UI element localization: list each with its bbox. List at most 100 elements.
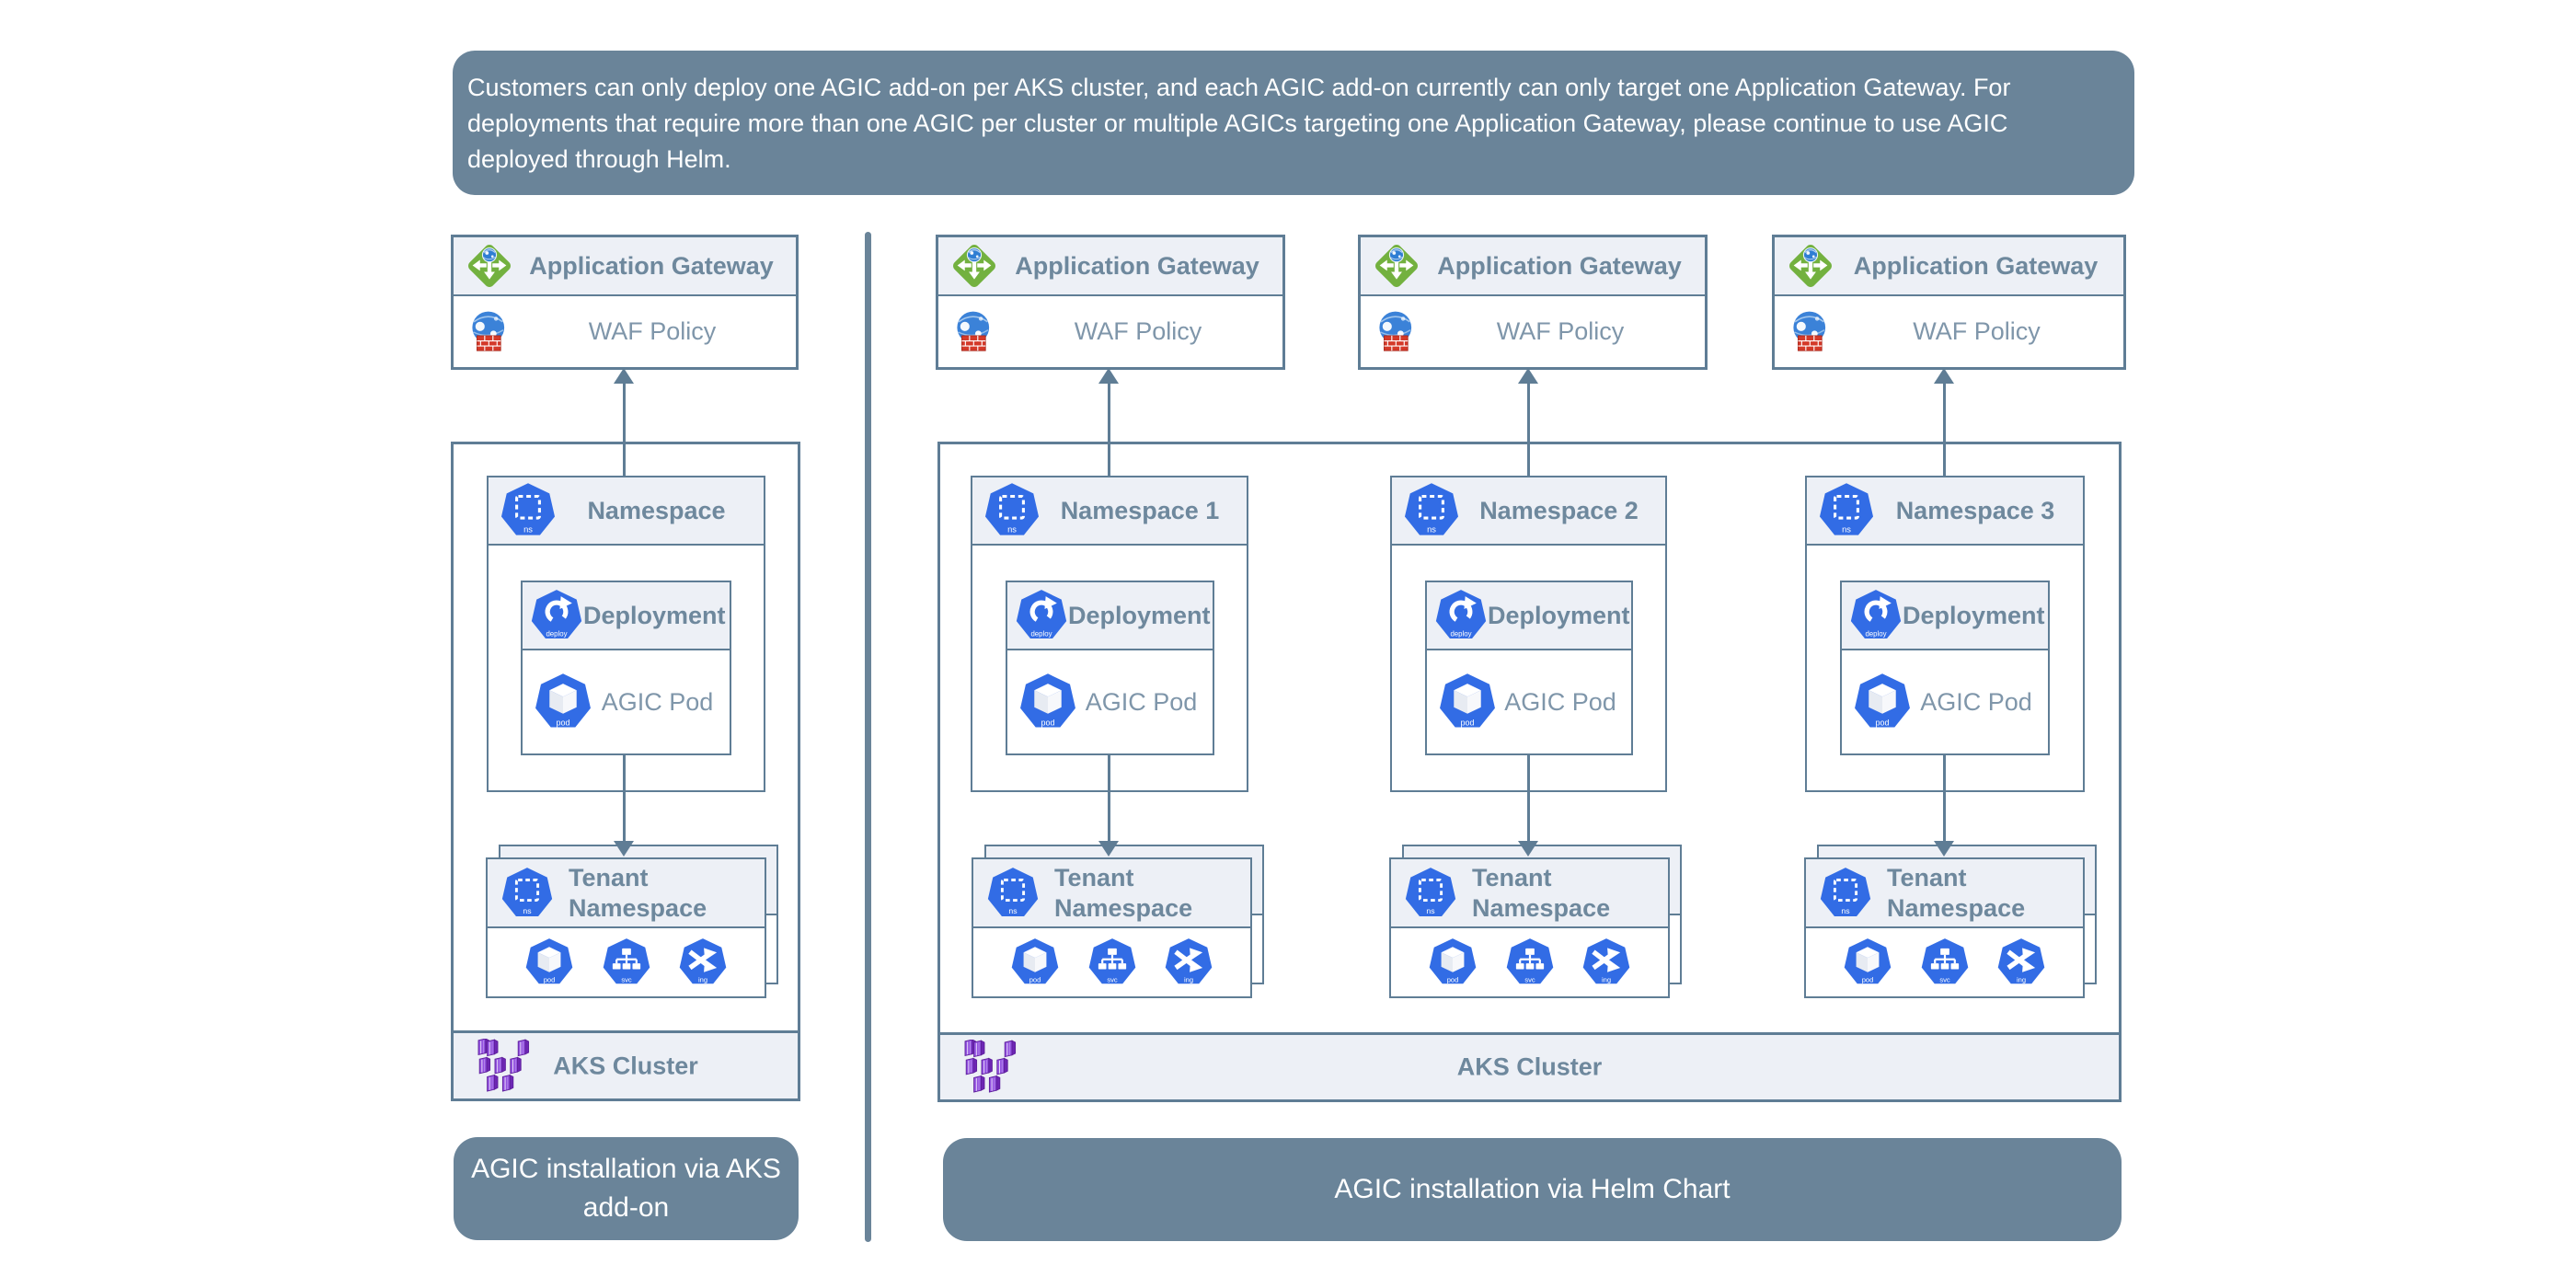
right-deployment-header-2: Deployment: [1427, 582, 1631, 650]
deployment-label: Deployment: [1068, 601, 1211, 629]
left-waf-policy-row: WAF Policy: [454, 296, 796, 367]
right-aks-cluster-bar: AKS Cluster: [937, 1032, 2122, 1102]
k8s-ingress-icon: [1581, 937, 1631, 987]
deployment-label: Deployment: [1903, 601, 2045, 629]
right-application-gateway-header-3: Application Gateway: [1775, 237, 2123, 296]
right-down-connector-line-2: [1527, 755, 1530, 842]
tenant-namespace-label: Tenant Namespace: [1887, 863, 2026, 922]
waf-policy-icon: [1786, 306, 1837, 358]
right-caption-text: AGIC installation via Helm Chart: [1334, 1174, 1731, 1204]
right-deployment-header-1: Deployment: [1007, 582, 1213, 650]
k8s-pod-icon: [524, 937, 574, 987]
k8s-pod-icon: [1428, 937, 1478, 987]
left-aks-cluster-bar: AKS Cluster: [451, 1030, 800, 1101]
k8s-namespace-icon: [500, 867, 554, 920]
right-application-gateway-header-1: Application Gateway: [938, 237, 1282, 296]
left-caption-text: AGIC installation via AKS add-on: [471, 1154, 781, 1223]
left-deployment-box: Deployment AGIC Pod: [521, 581, 731, 755]
right-tenant-workloads-row-1: [973, 928, 1250, 996]
application-gateway-icon: [1372, 241, 1421, 291]
right-deployment-box-2: Deployment AGIC Pod: [1425, 581, 1633, 755]
right-tenant-namespace-header-3: Tenant Namespace: [1806, 859, 2083, 928]
right-tenant-namespace-box-1: Tenant Namespace: [972, 857, 1252, 998]
note-banner-text: Customers can only deploy one AGIC add-o…: [467, 74, 2011, 173]
k8s-deployment-icon: [1434, 589, 1488, 642]
k8s-deployment-icon: [1015, 589, 1068, 642]
right-down-connector-line-1: [1108, 755, 1110, 842]
application-gateway-label: Application Gateway: [1015, 251, 1259, 280]
k8s-service-icon: [1505, 937, 1555, 987]
left-agic-pod-row: AGIC Pod: [523, 650, 730, 753]
right-up-arrowhead-1: [1098, 368, 1119, 384]
right-namespace-header-2: Namespace 2: [1392, 477, 1665, 546]
waf-policy-icon: [1372, 306, 1423, 358]
left-tenant-workloads-row: [488, 928, 765, 996]
right-tenant-namespace-box-2: Tenant Namespace: [1389, 857, 1670, 998]
namespace-label: Namespace 1: [1060, 496, 1220, 524]
right-agic-pod-row-3: AGIC Pod: [1842, 650, 2048, 753]
k8s-namespace-icon: [500, 482, 557, 539]
right-down-connector-line-3: [1943, 755, 1946, 842]
right-agic-pod-row-1: AGIC Pod: [1007, 650, 1213, 753]
right-namespace-header-3: Namespace 3: [1807, 477, 2083, 546]
left-up-arrowhead: [614, 368, 634, 384]
application-gateway-label: Application Gateway: [1853, 251, 2099, 280]
right-namespace-header-1: Namespace 1: [972, 477, 1247, 546]
right-up-arrowhead-3: [1934, 368, 1954, 384]
right-up-arrowhead-2: [1518, 368, 1538, 384]
right-down-arrowhead-3: [1934, 841, 1954, 857]
left-tenant-namespace-box: Tenant Namespace: [486, 857, 766, 998]
k8s-ingress-icon: [1996, 937, 2046, 987]
right-waf-policy-row-1: WAF Policy: [938, 296, 1282, 367]
application-gateway-icon: [465, 241, 514, 291]
k8s-ingress-icon: [1164, 937, 1213, 987]
k8s-namespace-icon: [1818, 482, 1875, 539]
left-tenant-namespace-header: Tenant Namespace: [488, 859, 765, 928]
right-application-gateway-box-1: Application Gateway WAF Policy: [936, 235, 1285, 370]
deployment-label: Deployment: [1488, 601, 1630, 629]
right-tenant-namespace-header-1: Tenant Namespace: [973, 859, 1250, 928]
agic-pod-label: AGIC Pod: [1085, 687, 1198, 716]
deployment-label: Deployment: [583, 601, 726, 629]
application-gateway-label: Application Gateway: [1437, 251, 1682, 280]
k8s-service-icon: [1087, 937, 1137, 987]
right-application-gateway-box-3: Application Gateway WAF Policy: [1772, 235, 2126, 370]
waf-policy-label: WAF Policy: [1913, 317, 2041, 345]
right-up-connector-line-3: [1943, 380, 1946, 476]
k8s-pod-icon: [1010, 937, 1060, 987]
left-namespace-header: Namespace: [489, 477, 764, 546]
k8s-namespace-icon: [1403, 482, 1460, 539]
tenant-namespace-label: Tenant Namespace: [569, 863, 707, 922]
right-caption-pill: AGIC installation via Helm Chart: [943, 1138, 2122, 1241]
waf-policy-label: WAF Policy: [1496, 317, 1625, 345]
k8s-pod-icon: [1438, 673, 1497, 731]
left-application-gateway-header: Application Gateway: [454, 237, 796, 296]
left-caption-pill: AGIC installation via AKS add-on: [454, 1137, 799, 1240]
right-application-gateway-box-2: Application Gateway WAF Policy: [1358, 235, 1708, 370]
right-tenant-namespace-header-2: Tenant Namespace: [1391, 859, 1668, 928]
agic-pod-label: AGIC Pod: [1920, 687, 2032, 716]
right-up-connector-line-1: [1108, 380, 1110, 476]
left-down-arrowhead: [614, 841, 634, 857]
namespace-label: Namespace 3: [1895, 496, 2055, 524]
left-down-connector-line: [623, 755, 626, 842]
k8s-pod-icon: [1018, 673, 1077, 731]
aks-cluster-label: AKS Cluster: [1456, 1052, 1603, 1081]
waf-policy-label: WAF Policy: [588, 317, 717, 345]
right-deployment-box-3: Deployment AGIC Pod: [1840, 581, 2050, 755]
right-tenant-workloads-row-3: [1806, 928, 2083, 996]
tenant-namespace-label: Tenant Namespace: [1054, 863, 1193, 922]
waf-policy-label: WAF Policy: [1074, 317, 1202, 345]
waf-policy-icon: [949, 306, 1001, 358]
right-up-connector-line-2: [1527, 380, 1530, 476]
k8s-pod-icon: [1853, 673, 1912, 731]
k8s-namespace-icon: [986, 867, 1040, 920]
k8s-namespace-icon: [1404, 867, 1457, 920]
k8s-ingress-icon: [678, 937, 728, 987]
k8s-deployment-icon: [1849, 589, 1903, 642]
agic-pod-label: AGIC Pod: [1504, 687, 1616, 716]
k8s-pod-icon: [1843, 937, 1892, 987]
section-divider: [865, 232, 871, 1242]
left-application-gateway-box: Application Gateway WAF Policy: [451, 235, 799, 370]
k8s-service-icon: [1920, 937, 1970, 987]
